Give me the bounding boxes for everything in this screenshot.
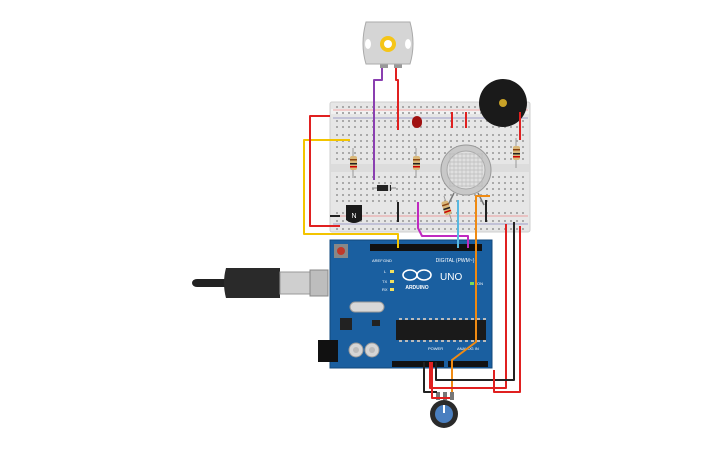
- wire-black-gnd-right: [435, 222, 515, 381]
- breadboard-holes: [336, 106, 524, 230]
- crystal-oscillator: [349, 301, 385, 313]
- wire-red-pot: [431, 362, 450, 399]
- dc-motor: [362, 21, 414, 68]
- atmega-chip: [396, 320, 486, 340]
- wire-motor-red: [395, 68, 399, 130]
- usb-cable: [192, 268, 329, 298]
- gas-sensor: [440, 144, 492, 206]
- l-led-label: L: [384, 269, 387, 274]
- resistor-3: [441, 195, 453, 223]
- resistor-1: [350, 148, 357, 178]
- resistor-2: [413, 148, 420, 178]
- wire-red-left: [309, 115, 340, 227]
- uno-logo-text: UNO: [440, 272, 462, 283]
- wire-red-right-2: [493, 226, 521, 393]
- wires: [303, 68, 521, 399]
- power-header-label: POWER: [428, 346, 443, 351]
- resistor-4: [513, 138, 520, 168]
- piezo-buzzer: [479, 79, 527, 127]
- rx-led-label: RX: [382, 287, 388, 292]
- wire-orange: [451, 195, 490, 392]
- digital-header-label: DIGITAL (PWM~): [436, 258, 475, 264]
- power-header: [392, 361, 444, 367]
- on-led-label: ON: [477, 281, 483, 286]
- arduino-brand-text: ARDUINO: [405, 285, 428, 291]
- wire-motor-purple: [373, 68, 383, 180]
- analog-header: [448, 361, 488, 367]
- wire-magenta: [417, 202, 469, 248]
- arduino-logo-icon: [402, 269, 432, 281]
- wire-yellow: [303, 139, 399, 248]
- transistor-label: N: [351, 213, 356, 220]
- arduino-uno: DIGITAL (PWM~) AREF GND UNO ARDUINO L TX…: [192, 239, 493, 369]
- tx-led-label: TX: [382, 279, 387, 284]
- digital-header: [370, 244, 482, 251]
- power-jack: [318, 340, 338, 362]
- gnd-label: GND: [383, 258, 392, 263]
- aref-label: AREF: [372, 258, 383, 263]
- wire-red-gnd-right: [429, 224, 507, 389]
- npn-transistor: N: [346, 205, 362, 223]
- red-led: [412, 116, 422, 128]
- potentiometer: [430, 392, 458, 428]
- diode: [372, 185, 396, 191]
